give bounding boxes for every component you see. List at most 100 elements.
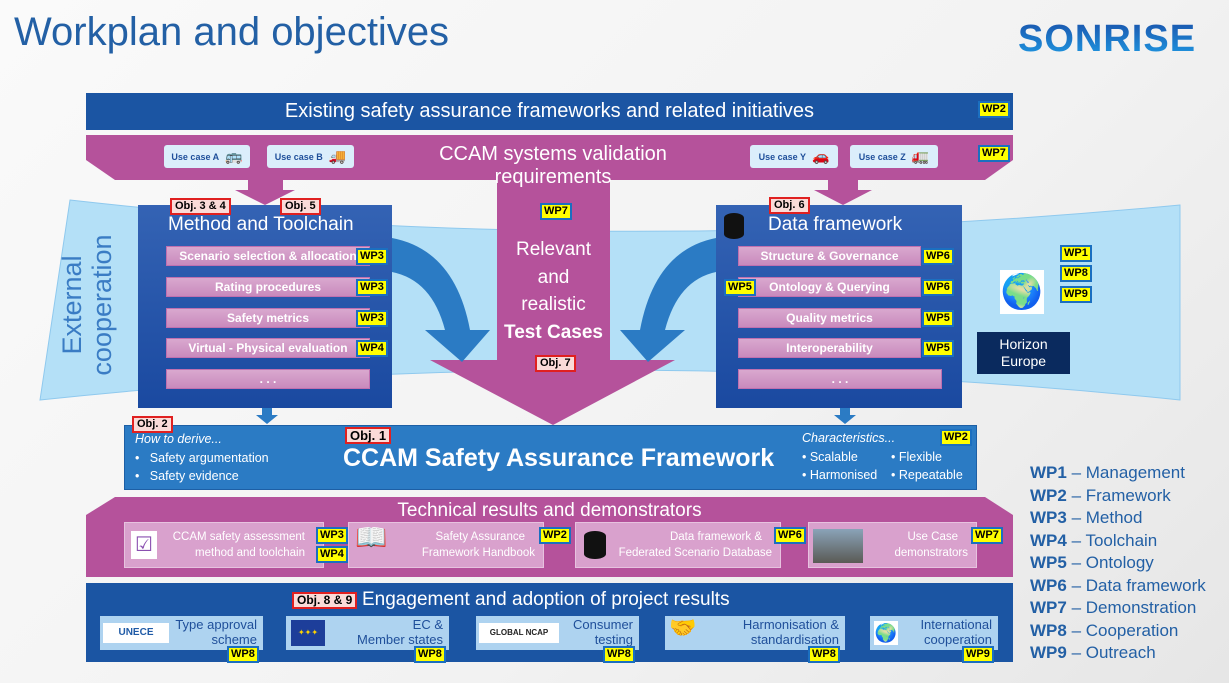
method-item: . . . (166, 369, 370, 389)
globe-icon: 🌍 (1000, 270, 1044, 314)
legend-name: – Framework (1066, 485, 1171, 505)
result-line: Federated Scenario Database (618, 547, 772, 559)
engagement-item: 🤝 Harmonisation &standardisation (665, 616, 845, 650)
result-line: method and toolchain (195, 547, 305, 559)
handshake-icon: 🤝 (669, 615, 697, 640)
characteristic: • Flexible (891, 450, 942, 464)
arrow-left-down (235, 180, 295, 205)
legend-name: – Cooperation (1066, 620, 1179, 640)
legend-wp: WP7 (1030, 598, 1067, 617)
page-title: Workplan and objectives (14, 10, 450, 54)
wp-tag: WP5 (922, 310, 954, 327)
curved-arrow-left (392, 238, 490, 362)
global-ncap-logo: GLOBAL NCAP (479, 623, 559, 643)
use-case-b: Use case B 🚚 (267, 145, 354, 168)
engagement-line: scheme (211, 632, 257, 647)
wp-tag: WP7 (540, 203, 572, 220)
result-line: CCAM safety assessment (172, 531, 305, 543)
engagement-line: cooperation (924, 632, 992, 647)
engagement-title: Engagement and adoption of project resul… (362, 589, 730, 610)
safety-assurance-framework-box: How to derive... • Safety argumentation … (124, 425, 977, 490)
horizon-europe-logo: Horizon Europe (977, 332, 1070, 374)
legend-wp: WP5 (1030, 553, 1067, 572)
result-item: ☑ CCAM safety assessment method and toolc… (124, 522, 324, 568)
use-case-y: Use case Y🚗 (750, 145, 838, 168)
wp-legend: WP1 – Management WP2 – Framework WP3 – M… (1030, 462, 1206, 665)
requirements-label: CCAM systems validation requirements (439, 143, 667, 188)
test-cases-line: Test Cases (504, 321, 603, 343)
external-cooperation-text: External cooperation (57, 234, 117, 376)
use-case-label: Use case B (274, 151, 323, 162)
engagement-line: EC & (412, 617, 443, 632)
obj-tag: Obj. 5 (280, 198, 321, 215)
test-cases-line: Relevant (516, 239, 591, 260)
data-item: Quality metrics (738, 308, 921, 328)
wp-tag: WP8 (1060, 265, 1092, 282)
derive-item: • Safety argumentation (135, 451, 269, 465)
existing-frameworks-bar: Existing safety assurance frameworks and… (86, 93, 1013, 130)
characteristic: • Harmonised (802, 468, 878, 482)
legend-name: – Outreach (1066, 643, 1156, 662)
engagement-line: testing (594, 632, 633, 647)
test-cases-line: and (537, 266, 570, 288)
legend-item: WP3 – Method (1030, 507, 1206, 530)
wp-tag: WP6 (922, 279, 954, 296)
characteristic: • Repeatable (891, 468, 963, 482)
legend-item: WP8 – Cooperation (1030, 620, 1206, 643)
legend-item: WP4 – Toolchain (1030, 530, 1206, 553)
wp-tag: WP5 (922, 340, 954, 357)
legend-item: WP5 – Ontology (1030, 552, 1206, 575)
legend-name: – Data framework (1066, 575, 1206, 595)
use-case-label: Use case Y (758, 151, 806, 162)
derive-label: How to derive... (135, 432, 222, 446)
result-line: Data framework & (669, 531, 762, 543)
obj-tag: Obj. 6 (769, 197, 810, 214)
data-item: Ontology & Querying (738, 277, 921, 297)
data-item: Structure & Governance (738, 246, 921, 266)
data-item: . . . (738, 369, 942, 389)
wp-tag: WP8 (227, 646, 259, 663)
legend-wp: WP8 (1030, 620, 1067, 640)
wp-tag: WP8 (414, 646, 446, 663)
wp-tag: WP4 (356, 340, 388, 357)
use-case-z: Use case Z🚛 (850, 145, 938, 168)
wp-tag: WP3 (316, 527, 348, 544)
arrow-data-down (834, 408, 856, 424)
engagement-line: International (920, 617, 992, 632)
engagement-item: ✦✦✦ EC &Member states (286, 616, 449, 650)
engagement-line: Type approval (175, 617, 257, 632)
wp-tag: WP5 (724, 279, 756, 296)
obj-tag: Obj. 1 (345, 427, 392, 444)
test-cases-line: realistic (521, 294, 586, 315)
wp-tag: WP6 (922, 248, 954, 265)
legend-item: WP7 – Demonstration (1030, 597, 1206, 620)
derive-item: • Safety evidence (135, 469, 239, 483)
wp-tag: WP2 (940, 429, 972, 446)
unece-logo: UNECE (103, 623, 169, 643)
wp-tag: WP9 (962, 646, 994, 663)
result-line: demonstrators (894, 547, 968, 559)
result-line: Safety Assurance (435, 531, 526, 543)
wp-tag: WP7 (971, 527, 1003, 544)
method-item: Virtual - Physical evaluation (166, 338, 370, 358)
database-sync-icon (584, 531, 606, 559)
obj-tag: Obj. 3 & 4 (170, 198, 231, 215)
book-icon: 📖 (355, 522, 388, 552)
derive-item-text: Safety argumentation (149, 451, 269, 465)
checklist-icon: ☑ (131, 531, 157, 559)
legend-item: WP9 – Outreach (1030, 642, 1206, 665)
engagement-line: standardisation (750, 632, 839, 647)
data-item: Interoperability (738, 338, 921, 358)
curved-arrow-right (620, 238, 716, 362)
legend-name: – Toolchain (1066, 530, 1158, 550)
wp-tag: WP3 (356, 279, 388, 296)
database-icon (724, 213, 744, 239)
bus-icon: 🚌 (225, 148, 243, 164)
use-case-label: Use case A (171, 151, 220, 162)
demonstrator-photo (813, 529, 863, 563)
legend-wp: WP4 (1030, 530, 1067, 550)
truck-icon: 🚚 (328, 148, 347, 164)
legend-wp: WP2 (1030, 485, 1067, 505)
